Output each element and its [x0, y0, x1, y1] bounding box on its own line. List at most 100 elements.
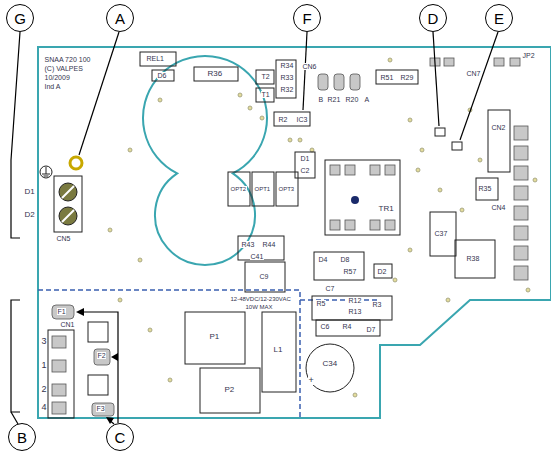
- silkscreen-label: (C) VALPES: [44, 65, 83, 72]
- callout-letter: E: [494, 11, 504, 26]
- silkscreen-label: R4: [342, 323, 352, 330]
- silkscreen-label: R38: [466, 255, 480, 262]
- silkscreen-label: D4: [318, 256, 328, 263]
- silkscreen-label: R32: [280, 86, 294, 93]
- silkscreen-label: C6: [320, 323, 330, 330]
- silkscreen-label: R5: [316, 300, 326, 307]
- earth-eyelet: [70, 157, 82, 169]
- silkscreen-label: REL1: [146, 55, 165, 62]
- silkscreen-label: L1: [273, 346, 283, 354]
- component-outlines: [88, 52, 510, 413]
- silkscreen-label: C7: [325, 285, 335, 292]
- silkscreen-label: D1: [300, 155, 310, 162]
- earth-symbol: [40, 166, 52, 178]
- silkscreen-label: R36: [207, 70, 223, 78]
- callout-circle: B: [8, 423, 36, 451]
- silkscreen-label: R3: [372, 301, 382, 308]
- callout-letter: C: [115, 430, 126, 445]
- silkscreen-label: P2: [224, 386, 235, 394]
- silkscreen-label: D1: [24, 188, 35, 196]
- screw-slot: [62, 210, 74, 222]
- pin1-dot: [351, 196, 359, 204]
- silkscreen-label: 10W MAX: [245, 304, 273, 310]
- silkscreen-label: A: [364, 96, 370, 103]
- silkscreen-label: CN6: [302, 63, 317, 70]
- silkscreen-label: R44: [262, 241, 276, 248]
- silkscreen-label: 12-48VDC/12-230VAC: [230, 296, 291, 302]
- silkscreen-label: 10/2009: [44, 74, 70, 81]
- silkscreen-label: R35: [478, 185, 492, 192]
- silkscreen-label: CN7: [466, 70, 481, 77]
- silkscreen-label: SNAA 720 100: [44, 56, 91, 63]
- leader-lines: [11, 32, 498, 424]
- silkscreen-label: CN2: [491, 124, 506, 131]
- callout-circle: G: [6, 4, 34, 32]
- silkscreen-label: JP2: [522, 52, 535, 59]
- callout-letter: F: [302, 11, 311, 26]
- silkscreen-label: OPT2: [230, 186, 247, 192]
- silkscreen-label: IC3: [296, 116, 308, 123]
- silkscreen-label: OPT1: [254, 186, 271, 192]
- silkscreen-label: F2: [97, 352, 106, 359]
- arrowheads: [76, 308, 118, 424]
- silkscreen-label: R21: [327, 96, 341, 103]
- silkscreen-label: P1: [209, 333, 220, 341]
- silkscreen-label: TR1: [378, 205, 394, 213]
- pads: [52, 58, 528, 416]
- silkscreen-label: F3: [96, 405, 105, 412]
- silkscreen-label: CN5: [56, 235, 71, 242]
- silkscreen-label: C37: [434, 230, 448, 237]
- silkscreen-label: D7: [366, 326, 376, 333]
- silkscreen-label: D2: [377, 268, 387, 275]
- callout-circle: C: [106, 423, 134, 451]
- silkscreen-label: R43: [241, 241, 255, 248]
- callout-circle: A: [106, 4, 134, 32]
- callout-letter: G: [14, 11, 26, 26]
- callout-letter: B: [17, 430, 27, 445]
- silkscreen-label: R57: [343, 268, 357, 275]
- silkscreen-label: Ind A: [44, 83, 61, 90]
- silkscreen-label: C34: [322, 360, 338, 368]
- dashed-zone: [299, 300, 301, 418]
- callout-letter: D: [428, 11, 439, 26]
- silkscreen-label: C9: [259, 273, 269, 280]
- silkscreen-label: R13: [348, 308, 362, 315]
- callout-circle: F: [293, 4, 321, 32]
- silkscreen-label: R34: [280, 62, 294, 69]
- silkscreen-label: R51: [380, 74, 394, 81]
- silkscreen-label: 4: [41, 403, 47, 412]
- silkscreen-label: R12: [348, 297, 362, 304]
- silkscreen-label: C2: [300, 167, 310, 174]
- screw-terminal: [59, 183, 77, 201]
- vias: [108, 58, 537, 397]
- silkscreen-label: R2: [278, 116, 288, 123]
- silkscreen-label: CN1: [60, 321, 75, 328]
- silkscreen-label: 2: [41, 385, 47, 394]
- silkscreen-label: D8: [340, 256, 350, 263]
- silkscreen-label: D6: [157, 72, 167, 79]
- screw-slot: [62, 186, 74, 198]
- silkscreen-label: F1: [57, 308, 66, 315]
- silkscreen-label: +: [308, 376, 314, 385]
- terminal-block: [54, 176, 82, 232]
- silkscreen-label: 1: [41, 361, 47, 370]
- callout-letter: A: [115, 11, 125, 26]
- silkscreen-label: OPT3: [278, 186, 295, 192]
- keyhole-cutout: [143, 56, 267, 265]
- silkscreen-label: D2: [24, 211, 35, 219]
- screw-terminal: [59, 207, 77, 225]
- silkscreen-label: T1: [261, 91, 270, 98]
- silkscreen-label: R33: [280, 74, 294, 81]
- board-outline: [38, 47, 551, 418]
- silkscreen-label: T2: [261, 73, 270, 80]
- silkscreen-label: R20: [345, 96, 359, 103]
- earth-symbol: [42, 167, 50, 176]
- silkscreen-label: B: [318, 96, 324, 103]
- callout-circle: D: [419, 4, 447, 32]
- silkscreen-label: R29: [400, 74, 414, 81]
- connector-outline: [48, 330, 74, 418]
- silkscreen-label: CN4: [491, 204, 506, 211]
- silkscreen-label: C41: [250, 253, 264, 260]
- silkscreen-label: 3: [41, 337, 47, 346]
